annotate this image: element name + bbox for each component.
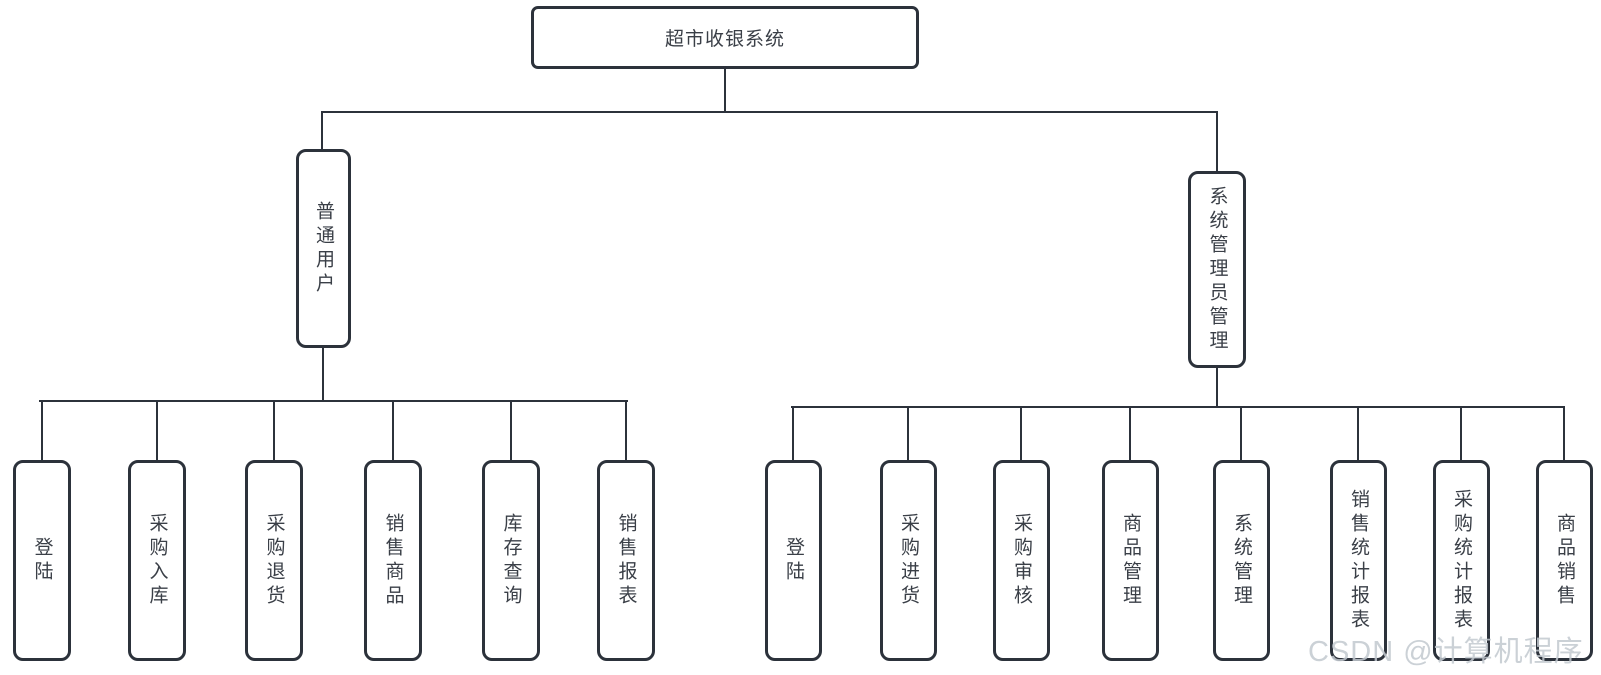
node-system-management: 系统管理: [1213, 460, 1270, 661]
node-purchase-stats-report: 采购统计报表: [1433, 460, 1490, 661]
node-purchase-review: 采购审核: [993, 460, 1050, 661]
node-purchase-stats-report-label: 采购统计报表: [1451, 488, 1472, 633]
node-goods-sales-label: 商品销售: [1554, 512, 1575, 609]
connector-right-drop-5: [1240, 406, 1242, 460]
connector-left-drop-3: [273, 400, 275, 460]
node-purchase-return: 采购退货: [245, 460, 303, 661]
connector-right-drop-6: [1357, 406, 1359, 460]
node-goods-management: 商品管理: [1102, 460, 1159, 661]
node-purchase-return-label: 采购退货: [263, 512, 285, 609]
connector-right-drop-1: [792, 406, 794, 460]
node-right-login: 登陆: [765, 460, 822, 661]
connector-left-bus: [39, 400, 628, 402]
connector-right-drop-8: [1563, 406, 1565, 460]
connector-left-drop-4: [392, 400, 394, 460]
node-inventory-query: 库存查询: [482, 460, 540, 661]
connector-right-drop-3: [1020, 406, 1022, 460]
watermark-text: CSDN @计算机程序: [1308, 636, 1584, 668]
node-purchase-inbound-label: 采购入库: [146, 512, 168, 609]
node-sales-stats-report-label: 销售统计报表: [1348, 488, 1369, 633]
connector-left-drop-1: [41, 400, 43, 460]
node-root-supermarket-cashier-system: 超市收银系统: [531, 6, 919, 69]
connector-right-drop-2: [907, 406, 909, 460]
node-left-login-label: 登陆: [31, 536, 53, 585]
connector-right-bus: [791, 406, 1565, 408]
node-sales-stats-report: 销售统计报表: [1330, 460, 1387, 661]
connector-drop-admin: [1216, 111, 1218, 173]
connector-left-drop-6: [625, 400, 627, 460]
node-sell-goods-label: 销售商品: [382, 512, 404, 609]
node-purchase-review-label: 采购审核: [1011, 512, 1032, 609]
connector-level1-bus: [321, 111, 1218, 113]
node-purchase-stock: 采购进货: [880, 460, 937, 661]
connector-left-drop-2: [156, 400, 158, 460]
node-normal-user: 普通用户: [296, 149, 351, 348]
node-normal-user-label: 普通用户: [313, 200, 334, 297]
node-inventory-query-label: 库存查询: [500, 512, 522, 609]
node-purchase-inbound: 采购入库: [128, 460, 186, 661]
node-system-management-label: 系统管理: [1231, 512, 1252, 609]
connector-admin-stub: [1216, 366, 1218, 408]
node-purchase-stock-label: 采购进货: [898, 512, 919, 609]
node-left-login: 登陆: [13, 460, 71, 661]
node-goods-management-label: 商品管理: [1120, 512, 1141, 609]
connector-root-stub: [724, 66, 726, 112]
connector-right-drop-7: [1460, 406, 1462, 460]
node-right-login-label: 登陆: [783, 536, 804, 585]
node-sales-report: 销售报表: [597, 460, 655, 661]
connector-left-drop-5: [510, 400, 512, 460]
node-root-label: 超市收银系统: [664, 29, 785, 50]
connector-drop-normal-user: [321, 111, 323, 151]
node-admin-management: 系统管理员管理: [1188, 171, 1246, 368]
node-admin-management-label: 系统管理员管理: [1206, 185, 1228, 354]
node-sell-goods: 销售商品: [364, 460, 422, 661]
node-sales-report-label: 销售报表: [615, 512, 637, 609]
connector-right-drop-4: [1129, 406, 1131, 460]
connector-normal-user-stub: [322, 346, 324, 402]
node-goods-sales: 商品销售: [1536, 460, 1593, 661]
